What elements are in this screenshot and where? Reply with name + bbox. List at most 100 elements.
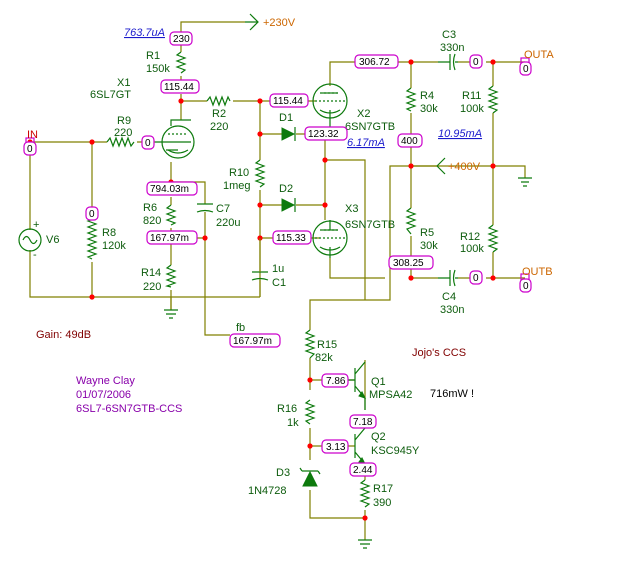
- transistor-q1: [345, 361, 366, 410]
- svg-text:3.13: 3.13: [326, 442, 346, 453]
- capacitor-c3: [438, 53, 458, 71]
- r8-ref: R8: [102, 227, 116, 239]
- r17-ref: R17: [373, 483, 393, 495]
- svg-text:794.03m: 794.03m: [150, 184, 189, 195]
- capacitor-c4: [438, 269, 458, 287]
- r11-current-readout: 10.95mA: [438, 128, 482, 140]
- r6-ref: R6: [143, 202, 157, 214]
- svg-text:230: 230: [173, 34, 190, 45]
- r2-value: 220: [210, 121, 228, 133]
- resistor-r11: [487, 85, 499, 114]
- r2-ref: R2: [212, 108, 226, 120]
- node-voltage-tag: 306.72: [354, 54, 399, 69]
- svg-text:2.44: 2.44: [353, 465, 373, 476]
- resistor-r5: [405, 207, 417, 235]
- resistor-r15: [304, 329, 316, 359]
- svg-text:0: 0: [145, 138, 151, 149]
- x2-ref: X2: [357, 108, 370, 120]
- svg-text:306.72: 306.72: [359, 57, 390, 68]
- resistor-r16: [304, 399, 316, 425]
- q2-part: KSC945Y: [371, 445, 420, 457]
- c1-value: 1u: [272, 263, 284, 275]
- r15-value: 82k: [315, 352, 333, 364]
- r16-ref: R16: [277, 403, 297, 415]
- v6-plus-sign: +: [33, 219, 39, 231]
- author-name: Wayne Clay: [76, 375, 135, 387]
- d3-ref: D3: [276, 467, 290, 479]
- r1-value: 150k: [146, 63, 170, 75]
- resistor-r4: [405, 87, 417, 112]
- r6-value: 820: [143, 215, 161, 227]
- c1-ref: C1: [272, 277, 286, 289]
- resistor-r10: [254, 159, 266, 188]
- r12-value: 100k: [460, 243, 484, 255]
- d1-ref: D1: [279, 112, 293, 124]
- node-voltage-tag: 115.44: [160, 79, 200, 94]
- c7-ref: C7: [216, 203, 230, 215]
- svg-text:123.32: 123.32: [308, 129, 339, 140]
- node-voltage-tag: 0: [23, 141, 37, 156]
- output-a-label: OUTA: [524, 49, 554, 61]
- node-voltage-tag: 230: [169, 31, 193, 46]
- c3-value: 330n: [440, 42, 464, 54]
- x2-type: 6SN7GTB: [345, 121, 395, 133]
- supply-230v-arrow: [245, 13, 259, 31]
- diode-d1: [281, 127, 296, 141]
- junctions: [27, 59, 496, 521]
- r9-ref: R9: [117, 115, 131, 127]
- svg-text:0: 0: [523, 64, 529, 75]
- d2-ref: D2: [279, 183, 293, 195]
- svg-text:0: 0: [473, 57, 479, 68]
- resistor-r6: [165, 204, 177, 226]
- power-note: 716mW !: [430, 388, 474, 400]
- node-voltage-tag: 308.25: [388, 255, 434, 270]
- ground-symbol: [164, 177, 532, 549]
- node-voltage-tag: 0: [469, 270, 483, 285]
- node-voltage-tag: 115.33: [272, 230, 312, 245]
- node-voltage-tag: 794.03m: [146, 181, 198, 196]
- r14-ref: R14: [141, 267, 161, 279]
- r1-ref: R1: [146, 50, 160, 62]
- r17-value: 390: [373, 497, 391, 509]
- svg-text:115.33: 115.33: [276, 233, 306, 244]
- capacitor-c1: [251, 238, 269, 281]
- v6-ref: V6: [46, 234, 59, 246]
- c4-value: 330n: [440, 304, 464, 316]
- drawing-date: 01/07/2006: [76, 389, 131, 401]
- svg-text:167.97m: 167.97m: [150, 233, 189, 244]
- resistor-r1: [175, 51, 187, 74]
- r11-value: 100k: [460, 103, 484, 115]
- r8-value: 120k: [102, 240, 126, 252]
- v6-minus-sign: -: [33, 249, 37, 261]
- diode-d2: [281, 198, 296, 212]
- x3-ref: X3: [345, 203, 358, 215]
- x2-current-readout: 6.17mA: [347, 137, 385, 149]
- supply-400v-arrow: [436, 157, 446, 175]
- transistor-q2: [354, 427, 366, 465]
- r1-current-readout: 763.7uA: [124, 27, 165, 39]
- ccs-note: Jojo's CCS: [412, 347, 466, 359]
- x1-ref: X1: [117, 77, 130, 89]
- svg-text:0: 0: [27, 144, 33, 155]
- resistor-r17: [359, 479, 371, 508]
- supply-230v-label: +230V: [263, 17, 296, 29]
- capacitor-c7: [196, 203, 214, 213]
- x1-type: 6SL7GT: [90, 89, 131, 101]
- svg-text:115.44: 115.44: [164, 82, 194, 93]
- c7-value: 220u: [216, 217, 240, 229]
- node-voltage-tag: 0: [85, 206, 99, 221]
- svg-text:0: 0: [523, 281, 529, 292]
- svg-text:7.86: 7.86: [326, 376, 346, 387]
- input-port-label: IN: [27, 129, 38, 141]
- q2-ref: Q2: [371, 431, 386, 443]
- r16-value: 1k: [287, 417, 299, 429]
- c4-ref: C4: [442, 291, 456, 303]
- resistor-r12: [487, 224, 499, 253]
- svg-text:115.44: 115.44: [273, 96, 303, 107]
- svg-text:7.18: 7.18: [353, 417, 373, 428]
- source-v6: [18, 228, 42, 252]
- supply-400v-label: +400V: [448, 161, 481, 173]
- q1-part: MPSA42: [369, 389, 412, 401]
- output-b-label: OUTB: [522, 266, 553, 278]
